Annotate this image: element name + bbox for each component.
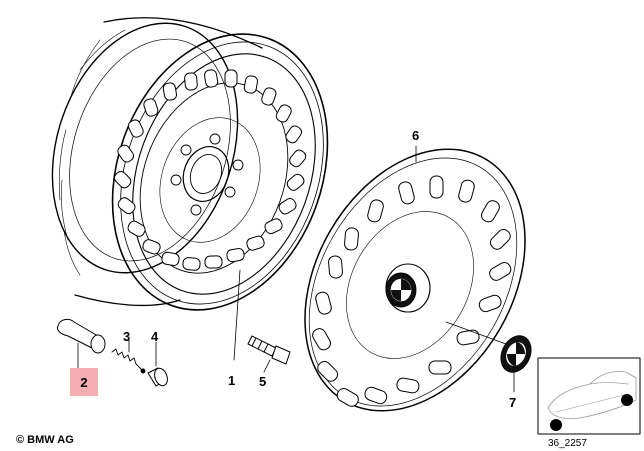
diagram-id: 36_2257: [548, 438, 587, 449]
valve-insert: [111, 339, 146, 374]
wheel-bolt: [247, 335, 291, 373]
emblem: [445, 321, 532, 393]
hub-cap: [304, 145, 526, 412]
callout-4[interactable]: 4: [151, 329, 159, 344]
callout-2-highlighted[interactable]: 2: [70, 368, 98, 396]
callout-5[interactable]: 5: [259, 374, 267, 389]
callout-3[interactable]: 3: [123, 329, 131, 344]
callout-7[interactable]: 7: [509, 395, 517, 410]
callout-1[interactable]: 1: [228, 373, 236, 388]
car-reference-thumbnail: [537, 357, 641, 435]
callout-6[interactable]: 6: [412, 128, 420, 143]
steel-wheel: [51, 17, 329, 361]
copyright-text: © BMW AG: [16, 434, 74, 446]
valve: [57, 318, 106, 369]
valve-cap: [147, 341, 168, 387]
